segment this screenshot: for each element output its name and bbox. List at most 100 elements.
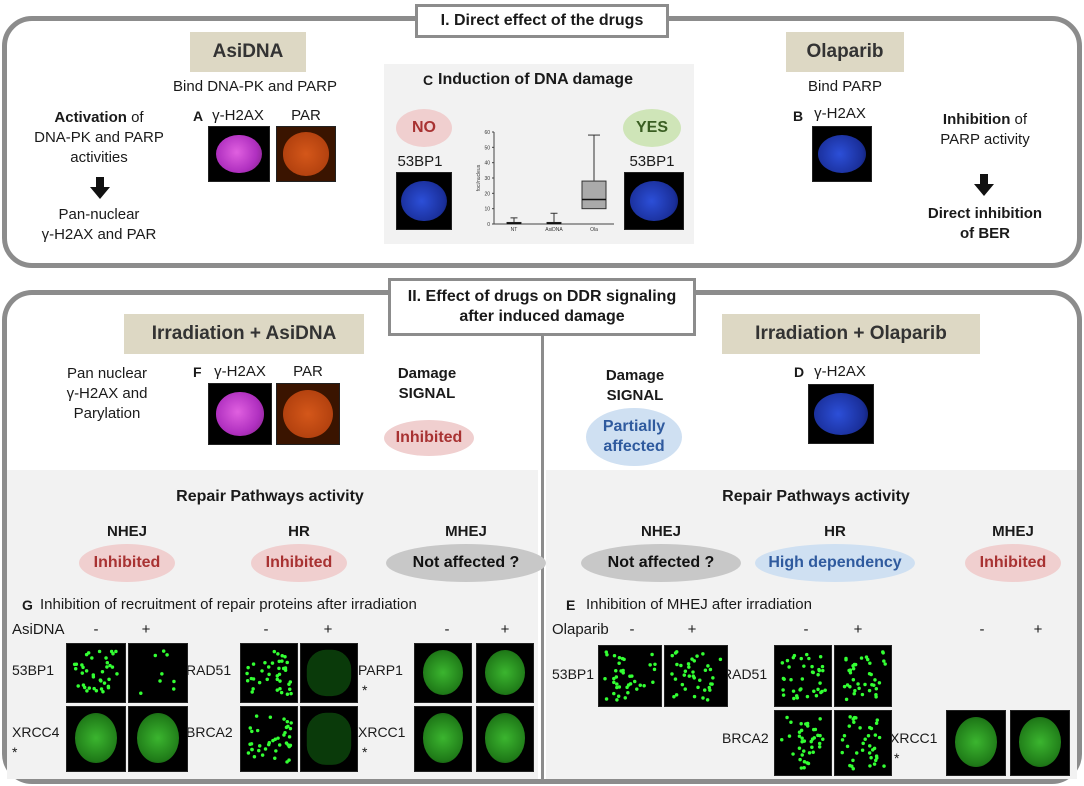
microscopy-rad51-minus [774,645,832,707]
protein-label-brca2: BRCA2 [722,730,769,746]
panel-letter-d: D [794,364,805,380]
section-2-title-line1: II. Effect of drugs on DDR signaling [407,288,677,305]
minus-label: - [629,621,635,638]
left-53bp1-label: 53BP1 [397,153,443,170]
direct-line2: of BER [960,225,1010,242]
microscopy-parp1-minus [414,643,472,703]
microscopy-53bp1-plus [128,643,188,703]
protein-label-rad51: RAD51 [722,666,768,682]
plus-label: + [853,621,863,638]
protein-label-xrcc1: XRCC1 [358,724,406,740]
left-damage-status-badge: Inhibited [384,420,474,456]
pathway-status-badge: High dependency [755,544,915,582]
microscopy-xrcc4-minus [66,706,126,772]
microscopy-xrcc1-minus [414,706,472,772]
irradiation-asidna-label: Irradiation + AsiDNA [124,314,364,354]
category-label: Ola [590,227,598,233]
direct-inhibition-ber: Direct inhibition of BER [900,204,1070,244]
y-tick-label: 20 [484,191,490,197]
y-tick-label: 40 [484,161,490,167]
microscopy-xrcc4-plus [128,706,188,772]
irradiation-olaparib-label: Irradiation + Olaparib [722,314,980,354]
par-image-a [276,126,336,182]
microscopy-xrcc1-plus [476,706,534,772]
y-tick-label: 50 [484,145,490,151]
olaparib-inhibition: Inhibition of PARP activity [900,110,1070,150]
down-arrow-icon [90,177,110,199]
microscopy-xrcc1-minus [946,710,1006,776]
protein-label-xrcc4: XRCC4 [12,724,60,740]
panel-letter-c: C [423,72,434,88]
right-damage-line1: Damage [605,367,665,384]
gamma-h2ax-image-a [208,126,270,182]
panel-letter-b: B [793,108,804,124]
pan-nuclear-line2: γ-H2AX and [66,385,148,402]
minus-label: - [979,621,985,638]
plus-label: + [687,621,697,638]
activation-line2: DNA-PK and PARP [34,129,164,146]
asterisk: * [362,744,368,760]
pan-nuclear-line3: Parylation [73,405,141,422]
panel-g-text: Inhibition of recruitment of repair prot… [40,596,417,613]
direct-line1: Direct inhibition [927,205,1043,222]
minus-label: - [93,621,99,638]
panel-c-title: Induction of DNA damage [438,71,633,88]
asterisk: * [894,750,900,766]
left-damage-line2: SIGNAL [398,385,456,402]
pan-line2: γ-H2AX and PAR [41,226,157,243]
left-damage-line1: Damage [397,365,457,382]
panel-letter-f: F [193,364,202,380]
microscopy-53bp1-minus [598,645,662,707]
microscopy-53bp1-plus [664,645,728,707]
y-tick-label: 10 [484,207,490,213]
left-repair-title: Repair Pathways activity [176,488,364,505]
minus-label: - [444,621,450,638]
right-53bp1-label: 53BP1 [629,153,675,170]
right-damage-status-badge: Partially affected [586,408,682,466]
protein-label-xrcc1: XRCC1 [890,730,938,746]
plus-label: + [141,621,151,638]
panel-letter-g: G [22,597,33,613]
par-image-f [276,383,340,445]
microscopy-brca2-plus [300,706,358,772]
pan-nuclear-line1: Pan nuclear [66,365,148,382]
plus-label: + [1033,621,1043,638]
right-damage-status-line1: Partially [602,418,666,435]
inhibition-rest: of [1010,111,1028,128]
minus-label: - [803,621,809,638]
panel-e-text: Inhibition of MHEJ after irradiation [586,596,812,613]
53bp1-image-no [396,172,452,230]
pathway-name-hr: HR [824,523,846,540]
olaparib-bind-text: Bind PARP [808,78,882,95]
microscopy-brca2-minus [774,710,832,776]
box [581,180,607,210]
microscopy-rad51-plus [834,645,892,707]
asidna-img1-label: γ-H2AX [212,107,264,124]
microscopy-rad51-minus [240,643,298,703]
left-damage-signal: Damage SIGNAL [372,364,482,404]
no-badge: NO [396,109,452,147]
category-label: AsiDNA [545,227,563,233]
microscopy-brca2-minus [240,706,298,772]
microscopy-brca2-plus [834,710,892,776]
yes-badge: YES [623,109,681,147]
pathway-name-hr: HR [288,523,310,540]
protein-label-53bp1: 53BP1 [12,662,55,678]
pathway-name-nhej: NHEJ [106,523,147,540]
pan-line1: Pan-nuclear [58,206,140,223]
protein-label-53bp1: 53BP1 [552,666,595,682]
panel-letter-e: E [566,597,576,613]
pathway-name-mhej: MHEJ [445,523,487,540]
pathway-status-badge: Not affected ? [386,544,546,582]
asidna-activation: Activation of DNA-PK and PARP activities [14,108,184,168]
right-treatment-label: Olaparib [552,621,609,638]
pathway-name-mhej: MHEJ [992,523,1034,540]
asidna-img2-label: PAR [291,107,321,124]
gamma-h2ax-image-d [808,384,874,444]
left-treatment-label: AsiDNA [12,621,65,638]
asterisk: * [362,682,368,698]
pan-nuclear-parylation: Pan nuclear γ-H2AX and Parylation [42,364,172,424]
activation-line3: activities [70,149,128,166]
right-repair-title: Repair Pathways activity [722,488,910,505]
